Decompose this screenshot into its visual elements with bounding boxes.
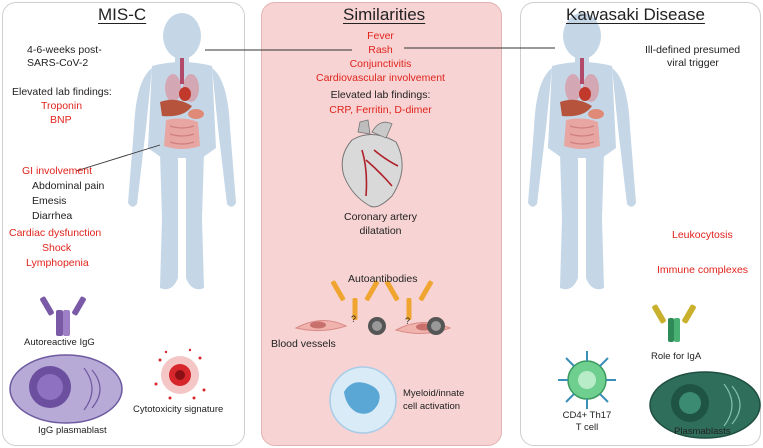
misc-body-silhouette <box>127 12 237 290</box>
kawasaki-body-silhouette <box>527 12 637 290</box>
gi-connector <box>75 144 161 172</box>
misc-cardiac-dysfunction: Cardiac dysfunction <box>9 227 102 239</box>
misc-lab-troponin: Troponin <box>41 100 83 112</box>
misc-shock: Shock <box>42 242 72 254</box>
heart-icon <box>341 119 403 208</box>
misc-gi-label: GI involvement <box>22 165 93 177</box>
question-mark-right: ? <box>405 316 411 326</box>
symptom-conjunctivitis: Conjunctivitis <box>349 58 412 70</box>
coronary-line1: Coronary artery <box>344 211 417 223</box>
autoantibodies-label: Autoantibodies <box>348 273 418 285</box>
misc-trigger-line1: 4-6-weeks post- <box>27 44 102 56</box>
similarities-labs: CRP, Ferritin, D-dimer <box>329 104 432 116</box>
coronary-line2: dilatation <box>359 225 402 237</box>
kawasaki-immune-complexes: Immune complexes <box>657 264 749 276</box>
misc-cytotoxicity-label: Cytotoxicity signature <box>133 404 224 415</box>
misc-title: MIS-C <box>98 5 147 24</box>
kawasaki-plasmablasts-label: Plasmablasts <box>674 426 731 437</box>
kawasaki-trigger-line2: viral trigger <box>667 57 719 69</box>
kawasaki-trigger-line1: Ill-defined presumed <box>645 44 741 56</box>
question-mark-left: ? <box>351 314 357 324</box>
kawasaki-leukocytosis: Leukocytosis <box>672 229 733 241</box>
misc-trigger-line2: SARS-CoV-2 <box>27 57 89 69</box>
misc-gi-item-diarrhea: Diarrhea <box>32 210 73 222</box>
kawasaki-tcell-line1: CD4+ Th17 <box>562 410 612 421</box>
symptom-cardiovascular: Cardiovascular involvement <box>316 72 445 84</box>
blood-vessels-label: Blood vessels <box>271 338 336 350</box>
immune-cell-icon-left <box>368 317 386 335</box>
autoreactive-igg-icon <box>40 296 86 336</box>
cytotoxicity-icon <box>154 348 206 400</box>
misc-lab-heading: Elevated lab findings: <box>12 86 112 98</box>
kawasaki-title: Kawasaki Disease <box>566 5 705 24</box>
myeloid-cell-icon <box>329 366 397 434</box>
symptom-fever: Fever <box>367 30 394 42</box>
misc-lymphopenia: Lymphopenia <box>26 257 89 269</box>
myeloid-line1: Myeloid/innate <box>403 388 465 399</box>
kawasaki-tcell-line2: T cell <box>575 422 599 433</box>
similarities-lab-heading: Elevated lab findings: <box>330 89 431 101</box>
igg-plasmablast-icon <box>9 354 123 424</box>
symptom-rash: Rash <box>368 44 393 56</box>
immune-cell-icon-right <box>427 317 445 335</box>
misc-gi-item-abdominal-pain: Abdominal pain <box>32 180 105 192</box>
myeloid-line2: cell activation <box>403 401 461 412</box>
misc-lab-bnp: BNP <box>50 114 72 126</box>
kawasaki-iga-label: Role for IgA <box>651 351 702 362</box>
misc-plasmablast-label: IgG plasmablast <box>38 425 107 436</box>
misc-gi-item-emesis: Emesis <box>32 195 67 207</box>
iga-antibody-icon <box>652 304 696 342</box>
th17-t-cell-icon <box>558 351 616 409</box>
plasmablast-green-icon <box>649 371 761 439</box>
similarities-title: Similarities <box>343 5 426 24</box>
misc-autoreactive-label: Autoreactive IgG <box>24 337 95 348</box>
